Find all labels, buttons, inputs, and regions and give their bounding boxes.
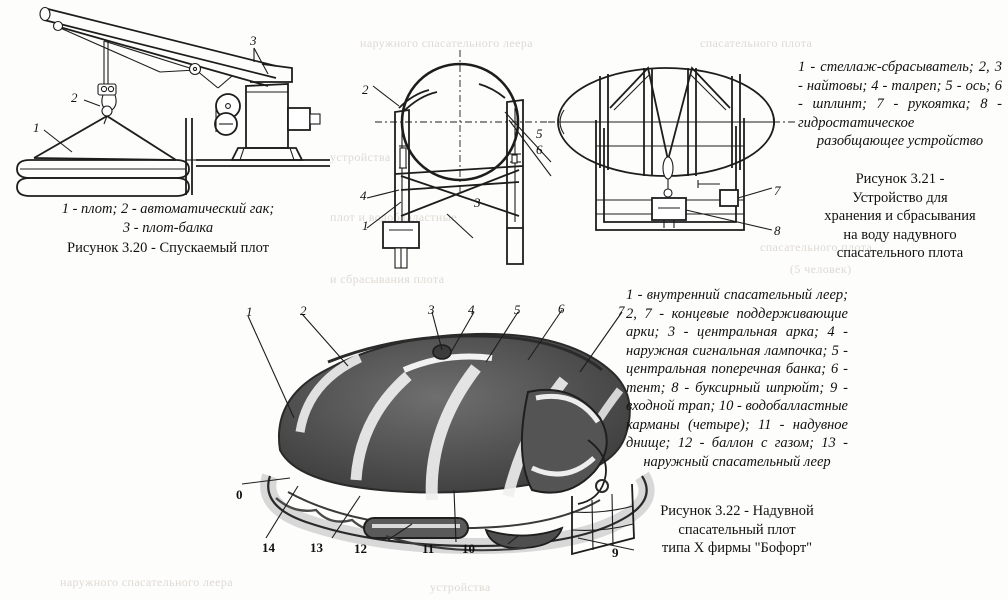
figure-3-21-callout-6: 6: [536, 142, 543, 157]
figure-3-22-callout-13: 13: [310, 540, 323, 555]
figure-3-20-caption: 1 - плот; 2 - автоматический гак; 3 - пл…: [18, 200, 318, 258]
figure-3-20-callout-3: 3: [250, 33, 257, 48]
figure-3-21-legend-text: 1 - стеллаж-сбрасыватель; 2, 3 - найтовы…: [798, 59, 1002, 150]
figure-3-21-title-line: Рисунок 3.21 -: [855, 171, 945, 187]
figure-3-22-callout-7: 7: [618, 303, 625, 318]
figure-3-20-legend-line-2: 3 - плот-балка: [122, 219, 214, 236]
figure-3-22-callout-9: 9: [612, 545, 619, 560]
figure-3-21-title-line: хранения и сбрасывания: [824, 208, 976, 225]
figure-3-22-title-line: спасательный плот: [678, 521, 796, 538]
figure-3-21-drawing-side: [548, 50, 798, 260]
showthrough-line: устройства: [430, 580, 491, 594]
showthrough-line: и сбрасывания плота: [330, 272, 445, 286]
showthrough-line: наружного спасательного леера: [60, 575, 233, 589]
figure-3-20-callout-2: 2: [71, 90, 78, 105]
figure-3-21-title: Рисунок 3.21 - Устройство для хранения и…: [798, 170, 1002, 263]
figure-3-21-callout-3: 3: [474, 195, 481, 210]
showthrough-line: спасательного плота: [700, 36, 813, 50]
figure-3-21-callout-8: 8: [774, 223, 781, 238]
figure-3-21-legend: 1 - стеллаж-сбрасыватель; 2, 3 - найтовы…: [798, 58, 1002, 151]
figure-3-21-callout-5: 5: [536, 126, 543, 141]
figure-3-22-callout-10: 10: [462, 541, 475, 556]
showthrough-line: плот и водобалластные: [330, 210, 457, 224]
showthrough-line: наружного спасательного леера: [360, 36, 533, 50]
figure-3-22-callout-2: 2: [300, 303, 307, 318]
figure-3-22-legend: 1 - внутренний спасательный леер; 2, 7 -…: [626, 286, 848, 471]
figure-3-22-callout-14: 14: [262, 540, 275, 555]
figure-3-21-drawing-front: [355, 50, 585, 270]
figure-3-20-title: Рисунок 3.20 - Спускаемый плот: [67, 240, 269, 257]
figure-3-21-callout-4: 4: [360, 188, 367, 203]
figure-3-21-callout-1: 1: [362, 218, 369, 233]
figure-3-20-drawing: [0, 0, 330, 197]
showthrough-line: спасательного плота: [760, 240, 873, 254]
showthrough-line: (5 человек): [790, 262, 852, 276]
figure-3-22-legend-text: 1 - внутренний спасательный леер; 2, 7 -…: [626, 287, 848, 470]
figure-3-22-callout-3: 3: [428, 302, 435, 317]
showthrough-line: устройства: [330, 150, 391, 164]
figure-3-22-callout-10-left: 0: [236, 487, 243, 502]
figure-3-22-drawing: [236, 300, 655, 560]
figure-3-21-title-line: Устройство для: [852, 189, 948, 206]
figure-3-22-callout-5: 5: [514, 302, 521, 317]
figure-3-22-title-line: Рисунок 3.22 - Надувной: [660, 503, 814, 519]
figure-3-22-title: Рисунок 3.22 - Надувной спасательный пло…: [626, 502, 848, 558]
figure-3-22-callout-4: 4: [468, 302, 475, 317]
figure-3-22-callout-11: 11: [422, 541, 435, 556]
figure-3-21-callout-7: 7: [774, 183, 781, 198]
figure-3-21-title-line: спасательного плота: [836, 245, 964, 262]
figure-3-20-callout-1: 1: [33, 120, 40, 135]
figure-3-22-title-line: типа Х фирмы "Бофорт": [661, 540, 813, 557]
figure-3-20-legend-line-1: 1 - плот; 2 - автоматический гак;: [61, 201, 275, 217]
figure-3-22-callout-6: 6: [558, 301, 565, 316]
figure-3-21-title-line: на воду надувного: [843, 226, 957, 243]
figure-3-21-callout-2: 2: [362, 82, 369, 97]
figure-3-22-callout-12: 12: [354, 541, 367, 556]
figure-3-22-callout-1: 1: [246, 304, 253, 319]
